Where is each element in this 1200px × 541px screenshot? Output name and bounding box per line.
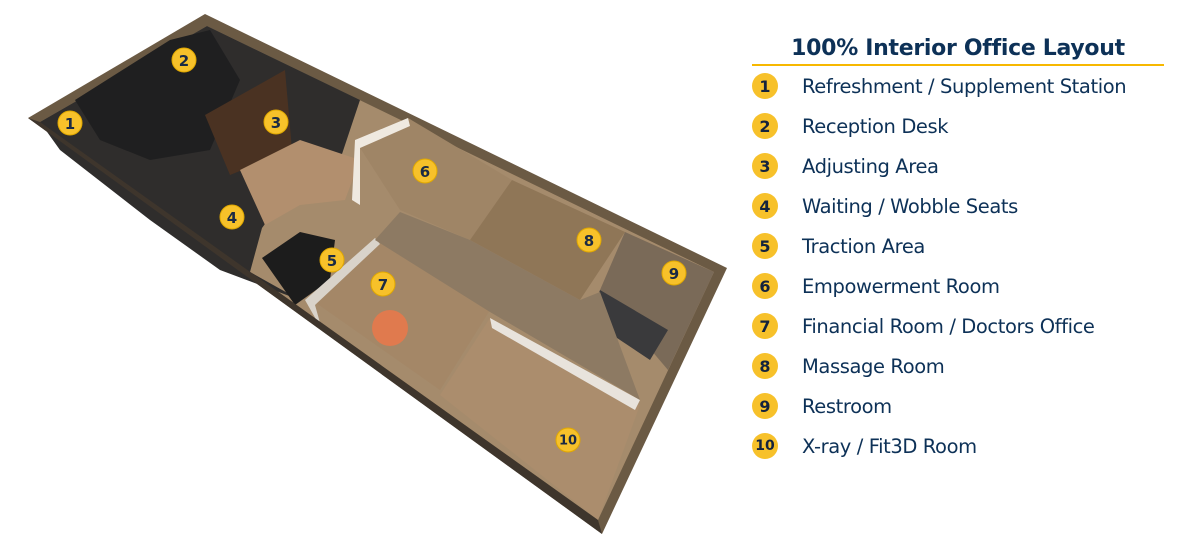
room-marker-5[interactable]: 5 (319, 247, 345, 273)
number-badge: 10 (752, 433, 778, 459)
legend-item: 8 Massage Room (752, 346, 1164, 386)
room-marker-1[interactable]: 1 (57, 110, 83, 136)
restroom (600, 232, 714, 370)
svg-text:5: 5 (327, 252, 337, 270)
room-marker-7[interactable]: 7 (370, 271, 396, 297)
number-badge: 7 (752, 313, 778, 339)
number-badge: 2 (752, 113, 778, 139)
legend-label: Refreshment / Supplement Station (802, 74, 1127, 98)
legend-label: Restroom (802, 394, 892, 418)
financial-room-wall (305, 238, 380, 330)
room-marker-8[interactable]: 8 (576, 227, 602, 253)
xray-room-wall (490, 318, 640, 410)
legend-item: 4 Waiting / Wobble Seats (752, 186, 1164, 226)
room-marker-10[interactable]: 10 (555, 427, 581, 453)
adjusting-area-floor (240, 140, 360, 225)
legend-item: 6 Empowerment Room (752, 266, 1164, 306)
legend-label: Traction Area (802, 234, 925, 258)
legend-item: 5 Traction Area (752, 226, 1164, 266)
legend-item: 10 X-ray / Fit3D Room (752, 426, 1164, 466)
number-badge: 9 (752, 393, 778, 419)
legend-title: 100% Interior Office Layout (752, 36, 1164, 66)
number-badge: 4 (752, 193, 778, 219)
legend: 100% Interior Office Layout 1 Refreshment… (752, 36, 1164, 466)
front-wall (28, 118, 602, 534)
legend-label: Waiting / Wobble Seats (802, 194, 1018, 218)
traction-area (262, 232, 335, 305)
legend-label: Massage Room (802, 354, 945, 378)
svg-text:10: 10 (559, 434, 577, 449)
room-marker-3[interactable]: 3 (263, 109, 289, 135)
svg-text:9: 9 (669, 265, 679, 283)
svg-text:4: 4 (227, 209, 237, 227)
room-marker-9[interactable]: 9 (661, 260, 687, 286)
number-badge: 6 (752, 273, 778, 299)
legend-label: Empowerment Room (802, 274, 1000, 298)
legend-item: 2 Reception Desk (752, 106, 1164, 146)
svg-text:2: 2 (179, 52, 189, 70)
reception-wall (205, 70, 292, 175)
number-badge: 3 (752, 153, 778, 179)
room-marker-2[interactable]: 2 (171, 47, 197, 73)
svg-text:7: 7 (378, 276, 388, 294)
empowerment-wall (352, 118, 410, 205)
room-marker-4[interactable]: 4 (219, 204, 245, 230)
number-badge: 5 (752, 233, 778, 259)
svg-text:6: 6 (420, 163, 430, 181)
legend-label: X-ray / Fit3D Room (802, 434, 977, 458)
svg-text:1: 1 (65, 115, 75, 133)
legend-label: Financial Room / Doctors Office (802, 314, 1095, 338)
massage-room (470, 180, 625, 300)
svg-text:3: 3 (271, 114, 281, 132)
legend-label: Reception Desk (802, 114, 949, 138)
svg-text:8: 8 (584, 232, 594, 250)
legend-item: 9 Restroom (752, 386, 1164, 426)
legend-item: 7 Financial Room / Doctors Office (752, 306, 1164, 346)
round-table (372, 310, 408, 346)
legend-item: 1 Refreshment / Supplement Station (752, 66, 1164, 106)
legend-label: Adjusting Area (802, 154, 939, 178)
restroom-wall (590, 290, 668, 360)
xray-room (440, 318, 640, 520)
number-badge: 1 (752, 73, 778, 99)
hallway (375, 212, 640, 400)
back-wall-panels (75, 30, 240, 160)
number-badge: 8 (752, 353, 778, 379)
room-marker-6[interactable]: 6 (412, 158, 438, 184)
legend-item: 3 Adjusting Area (752, 146, 1164, 186)
office-floor-plan: 1 2 3 4 5 6 7 8 9 10 (28, 14, 727, 534)
